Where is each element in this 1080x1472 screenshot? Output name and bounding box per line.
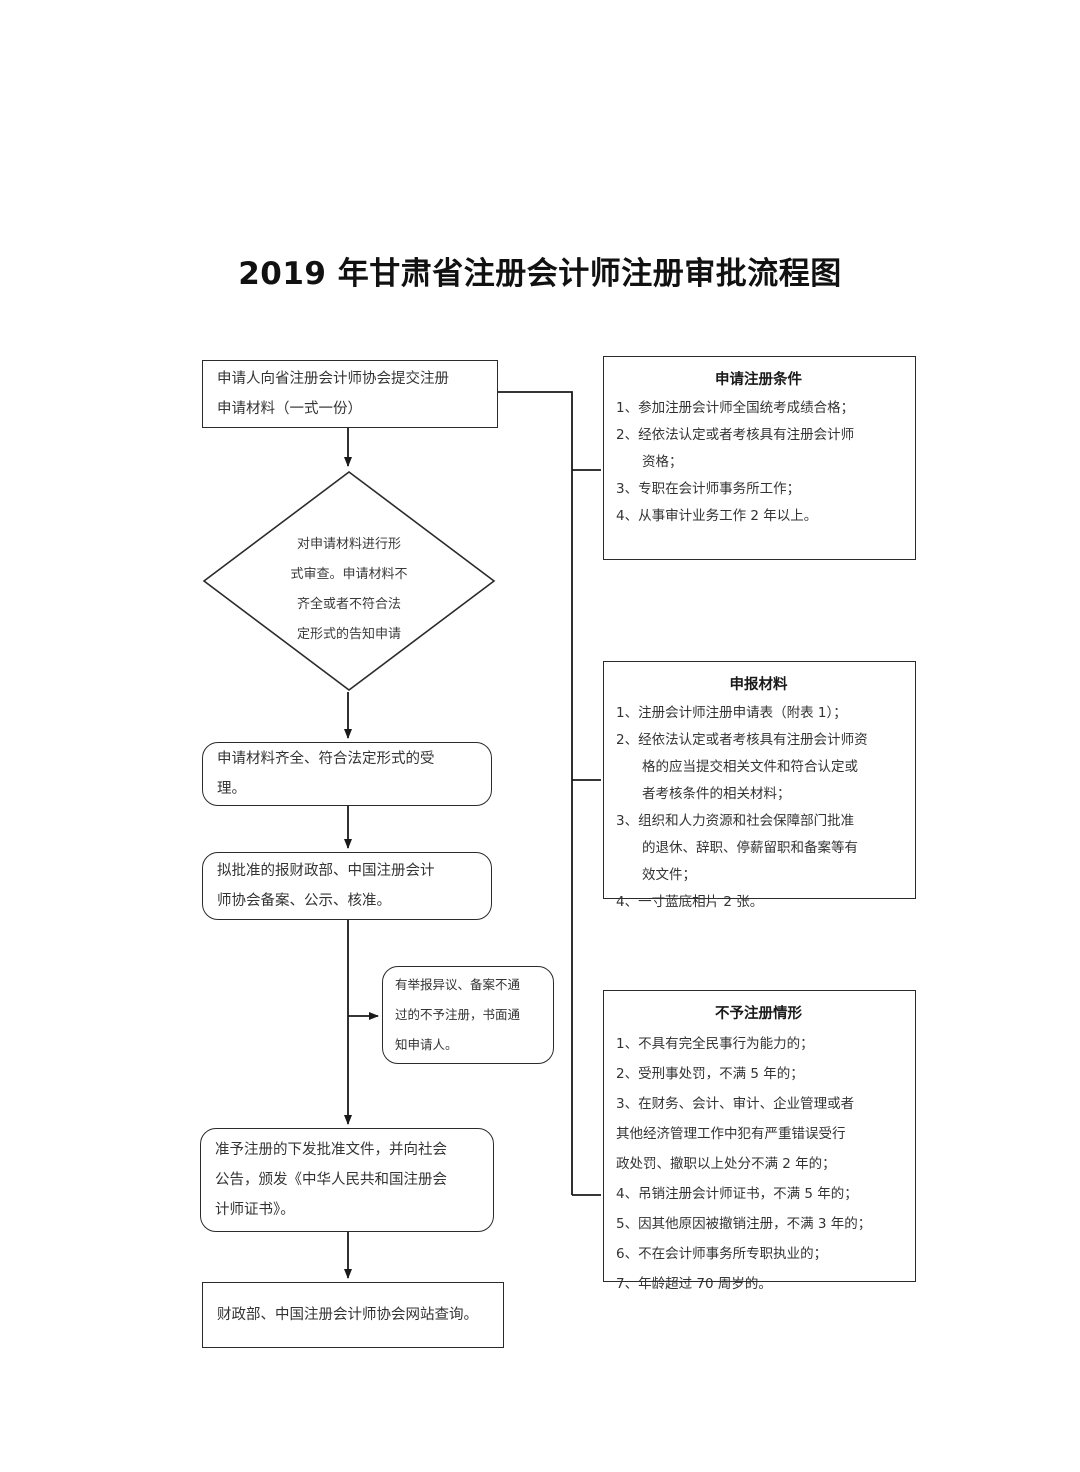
panel-denial-circumstances: 不予注册情形 1、 不具有完全民事行为能力的； 2、 受刑事处罚，不满 5 年的… — [603, 990, 916, 1292]
item-text: 从事审计业务工作 2 年以上。 — [638, 508, 818, 524]
list-item: 4、 从事审计业务工作 2 年以上。 — [616, 503, 901, 530]
list-item: 3、 专职在会计师事务所工作； — [616, 476, 901, 503]
node-text-line: 齐全或者不符合法 — [296, 597, 401, 612]
list-item: 7、 年龄超过 70 周岁的。 — [616, 1269, 901, 1299]
item-number: 5、 — [616, 1216, 639, 1232]
list-item: 1、 注册会计师注册申请表（附表 1）； — [616, 700, 901, 727]
node-accept-application[interactable]: 申请材料齐全、符合法定形式的受 理。 — [202, 742, 492, 806]
item-text: 专职在会计师事务所工作； — [638, 481, 801, 497]
item-text: 注册会计师注册申请表（附表 1）； — [638, 705, 847, 721]
item-continuation: 资格； — [642, 454, 683, 470]
diamond-shape — [202, 470, 496, 692]
item-number: 4、 — [616, 1186, 639, 1202]
item-number: 4、 — [616, 894, 639, 910]
node-grant-registration[interactable]: 准予注册的下发批准文件，并向社会 公告，颁发《中华人民共和国注册会 计师证书》。 — [200, 1128, 494, 1232]
panel-items: 1、 参加注册会计师全国统考成绩合格； 2、 经依法认定或者考核具有注册会计师 … — [616, 395, 901, 530]
node-reject-written-notice[interactable]: 有举报异议、备案不通 过的不予注册，书面通 知申请人。 — [382, 966, 554, 1064]
item-text: 因其他原因被撤销注册，不满 3 年的； — [638, 1216, 872, 1232]
item-text: 不在会计师事务所专职执业的； — [638, 1246, 828, 1262]
page-title: 2019 年甘肃省注册会计师注册审批流程图 — [238, 256, 842, 292]
panel-registration-conditions: 申请注册条件 1、 参加注册会计师全国统考成绩合格； 2、 经依法认定或者考核具… — [603, 356, 916, 560]
node-text-line: 财政部、中国注册会计师协会网站查询。 — [217, 1307, 478, 1323]
item-text: 在财务、会计、审计、企业管理或者 — [638, 1096, 855, 1112]
node-text-line: 准予注册的下发批准文件，并向社会 — [215, 1142, 447, 1158]
node-text-line: 知申请人。 — [395, 1037, 458, 1052]
list-item: 1、 不具有完全民事行为能力的； — [616, 1029, 901, 1059]
node-form-review-decision[interactable]: 对申请材料进行形 式审查。申请材料不 齐全或者不符合法 定形式的告知申请 — [202, 470, 496, 692]
item-number: 7、 — [616, 1276, 639, 1292]
item-text: 参加注册会计师全国统考成绩合格； — [638, 400, 855, 416]
node-text-line: 式审查。申请材料不 — [290, 567, 408, 582]
node-text-line: 定形式的告知申请 — [296, 627, 401, 642]
item-number: 3、 — [616, 481, 639, 497]
item-continuation: 效文件； — [642, 867, 696, 883]
item-text: 年龄超过 70 周岁的。 — [638, 1276, 772, 1292]
list-item: 6、 不在会计师事务所专职执业的； — [616, 1239, 901, 1269]
item-continuation: 者考核条件的相关材料； — [642, 786, 791, 802]
decision-text: 对申请材料进行形 式审查。申请材料不 齐全或者不符合法 定形式的告知申请 — [202, 530, 496, 642]
node-text-line: 公告，颁发《中华人民共和国注册会 — [215, 1172, 447, 1188]
reference-trunk — [498, 391, 573, 1195]
panel-submission-materials: 申报材料 1、 注册会计师注册申请表（附表 1）； 2、 经依法认定或者考核具有… — [603, 661, 916, 910]
item-continuation: 格的应当提交相关文件和符合认定或 — [642, 759, 858, 775]
item-continuation: 其他经济管理工作中犯有严重错误受行 — [616, 1126, 846, 1142]
item-text: 一寸蓝底相片 2 张。 — [638, 894, 764, 910]
node-website-query[interactable]: 财政部、中国注册会计师协会网站查询。 — [202, 1282, 504, 1348]
node-text-line: 过的不予注册，书面通 — [395, 1007, 521, 1022]
item-continuation: 政处罚、撤职以上处分不满 2 年的； — [616, 1156, 836, 1172]
item-number: 4、 — [616, 508, 639, 524]
item-number: 2、 — [616, 732, 639, 748]
node-text-line: 理。 — [217, 781, 246, 797]
item-text: 经依法认定或者考核具有注册会计师资 — [638, 732, 868, 748]
node-submit-application[interactable]: 申请人向省注册会计师协会提交注册 申请材料（一式一份） — [202, 360, 498, 428]
node-text-line: 申请材料（一式一份） — [217, 401, 362, 417]
list-item: 2、 受刑事处罚，不满 5 年的； — [616, 1059, 901, 1089]
item-text: 吊销注册会计师证书，不满 5 年的； — [638, 1186, 858, 1202]
node-text-line: 有举报异议、备案不通 — [395, 977, 521, 992]
node-text-line: 计师证书》。 — [215, 1202, 295, 1218]
list-item: 3、 组织和人力资源和社会保障部门批准 — [616, 808, 901, 835]
item-continuation: 的退休、辞职、停薪留职和备案等有 — [642, 840, 858, 856]
item-text: 经依法认定或者考核具有注册会计师 — [638, 427, 855, 443]
item-text: 受刑事处罚，不满 5 年的； — [638, 1066, 804, 1082]
item-number: 6、 — [616, 1246, 639, 1262]
list-item: 5、 因其他原因被撤销注册，不满 3 年的； — [616, 1209, 901, 1239]
item-number: 2、 — [616, 1066, 639, 1082]
panel-title: 不予注册情形 — [715, 1006, 802, 1022]
node-text-line: 拟批准的报财政部、中国注册会计 — [217, 863, 435, 879]
panel-items: 1、 不具有完全民事行为能力的； 2、 受刑事处罚，不满 5 年的； 3、 在财… — [616, 1029, 901, 1299]
node-text-line: 师协会备案、公示、核准。 — [217, 893, 391, 909]
item-number: 1、 — [616, 400, 639, 416]
node-text-line: 对申请材料进行形 — [296, 537, 401, 552]
node-text-line: 申请材料齐全、符合法定形式的受 — [217, 751, 435, 767]
item-number: 2、 — [616, 427, 639, 443]
list-item: 2、 经依法认定或者考核具有注册会计师资 — [616, 727, 901, 754]
list-item: 3、 在财务、会计、审计、企业管理或者 — [616, 1089, 901, 1119]
node-record-publicize-approve[interactable]: 拟批准的报财政部、中国注册会计 师协会备案、公示、核准。 — [202, 852, 492, 920]
item-number: 3、 — [616, 813, 639, 829]
item-text: 不具有完全民事行为能力的； — [638, 1036, 814, 1052]
node-text-line: 申请人向省注册会计师协会提交注册 — [217, 371, 449, 387]
item-text: 组织和人力资源和社会保障部门批准 — [638, 813, 855, 829]
list-item: 2、 经依法认定或者考核具有注册会计师 — [616, 422, 901, 449]
list-item: 4、 吊销注册会计师证书，不满 5 年的； — [616, 1179, 901, 1209]
panel-items: 1、 注册会计师注册申请表（附表 1）； 2、 经依法认定或者考核具有注册会计师… — [616, 700, 901, 916]
list-item: 1、 参加注册会计师全国统考成绩合格； — [616, 395, 901, 422]
item-number: 1、 — [616, 705, 639, 721]
item-number: 1、 — [616, 1036, 639, 1052]
list-item: 4、 一寸蓝底相片 2 张。 — [616, 889, 901, 916]
panel-title: 申报材料 — [729, 677, 788, 693]
item-number: 3、 — [616, 1096, 639, 1112]
panel-title: 申请注册条件 — [715, 372, 802, 388]
